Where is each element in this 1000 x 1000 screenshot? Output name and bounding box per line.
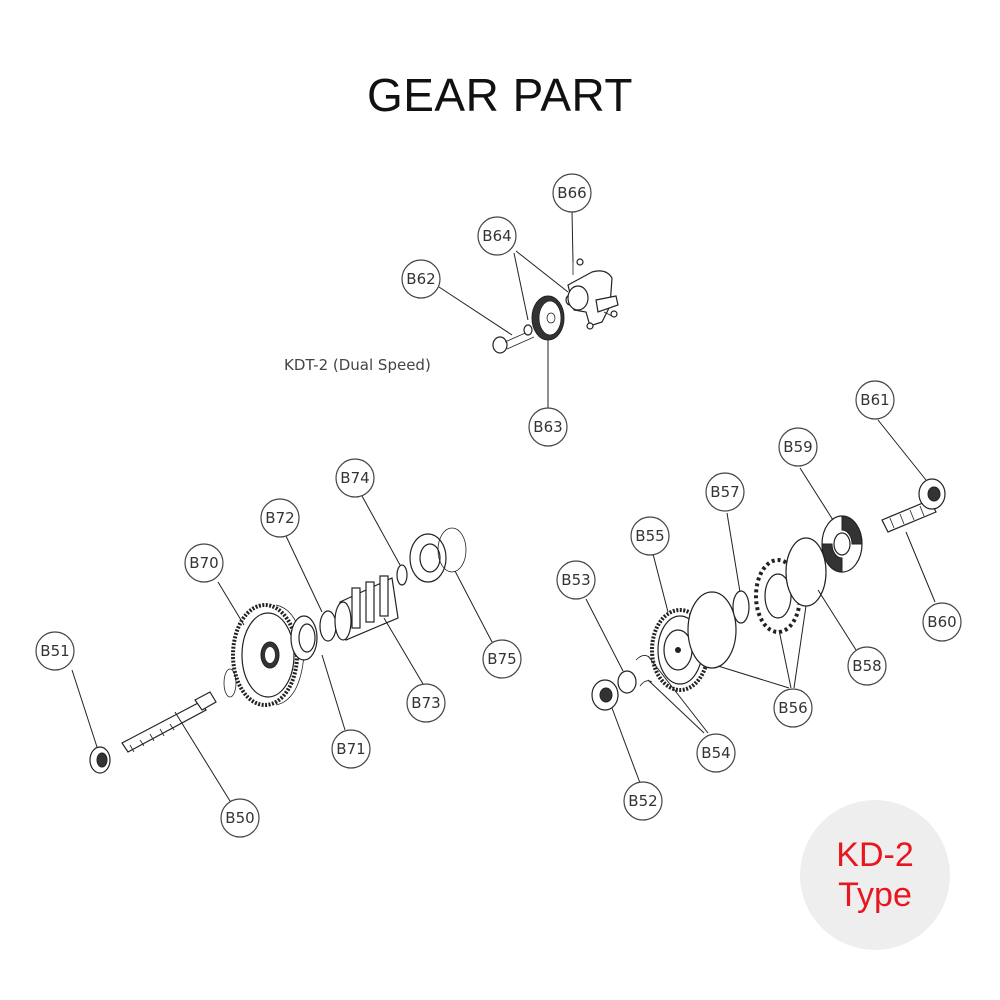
- svg-text:B60: B60: [927, 613, 956, 631]
- svg-text:B74: B74: [340, 469, 369, 487]
- input-shaft-part: [121, 691, 217, 753]
- bearing-part: [89, 746, 111, 774]
- clip-part: [639, 680, 653, 687]
- callout-B73: B73: [406, 683, 446, 723]
- clutch-hub-part: [821, 515, 863, 573]
- badge-model-label: KD-2: [836, 836, 914, 874]
- splined-hub-part: [334, 575, 399, 641]
- callout-B54: B54: [696, 733, 736, 773]
- callout-B50: B50: [220, 798, 260, 838]
- washer-part: [396, 564, 408, 586]
- bearing-part: [409, 527, 467, 583]
- svg-text:B63: B63: [533, 418, 562, 436]
- callout-B71: B71: [331, 729, 371, 769]
- callout-B61: B61: [855, 380, 895, 420]
- svg-text:B53: B53: [561, 571, 590, 589]
- svg-text:B59: B59: [783, 438, 812, 456]
- svg-text:B73: B73: [411, 694, 440, 712]
- callout-B53: B53: [556, 560, 596, 600]
- callout-B55: B55: [630, 516, 670, 556]
- svg-text:B56: B56: [778, 699, 807, 717]
- svg-text:B72: B72: [265, 509, 294, 527]
- svg-text:B71: B71: [336, 740, 365, 758]
- page-title: GEAR PART: [366, 69, 634, 121]
- friction-plate-part: [687, 591, 737, 669]
- svg-text:B57: B57: [710, 483, 739, 501]
- svg-text:B70: B70: [189, 554, 218, 572]
- svg-text:B75: B75: [487, 650, 516, 668]
- large-gear-part: [231, 603, 305, 707]
- callout-B56: B56: [773, 688, 813, 728]
- bearing-part: [918, 478, 946, 510]
- callout-B66: B66: [552, 173, 592, 213]
- callout-B57: B57: [705, 472, 745, 512]
- bearing-part: [591, 679, 619, 711]
- callout-B64: B64: [477, 216, 517, 256]
- subassembly-caption: KDT-2 (Dual Speed): [284, 356, 431, 374]
- bolt-part: [492, 329, 535, 354]
- friction-plate-part: [785, 537, 827, 607]
- callout-B62: B62: [401, 259, 441, 299]
- badge-type-label: Type: [838, 876, 912, 914]
- washer-part: [523, 324, 533, 336]
- callout-B60: B60: [922, 602, 962, 642]
- svg-text:B54: B54: [701, 744, 730, 762]
- ring-part: [732, 590, 750, 624]
- washer-part: [617, 670, 637, 694]
- svg-text:B55: B55: [635, 527, 664, 545]
- right-gear-assembly: [591, 478, 946, 711]
- callout-B75: B75: [482, 639, 522, 679]
- callout-B72: B72: [260, 498, 300, 538]
- svg-text:B58: B58: [852, 657, 881, 675]
- svg-text:B64: B64: [482, 227, 511, 245]
- callout-B70: B70: [184, 543, 224, 583]
- callout-B63: B63: [528, 407, 568, 447]
- output-shaft-part: [881, 499, 937, 533]
- svg-text:B66: B66: [557, 184, 586, 202]
- left-gear-assembly: [89, 527, 467, 774]
- small-gear-part: [531, 295, 565, 341]
- bearing-part: [290, 615, 318, 661]
- callout-B51: B51: [35, 631, 75, 671]
- svg-text:B62: B62: [406, 270, 435, 288]
- svg-text:B61: B61: [860, 391, 889, 409]
- snap-ring-part: [223, 668, 237, 698]
- callout-B52: B52: [623, 781, 663, 821]
- svg-text:B51: B51: [40, 642, 69, 660]
- svg-text:B50: B50: [225, 809, 254, 827]
- svg-text:B52: B52: [628, 792, 657, 810]
- callout-B58: B58: [847, 646, 887, 686]
- leader-lines: [71, 210, 936, 802]
- callout-B59: B59: [778, 427, 818, 467]
- type-badge: KD-2 Type: [800, 800, 950, 950]
- ring-part: [319, 610, 337, 642]
- callout-B74: B74: [335, 458, 375, 498]
- bracket-part: [567, 258, 619, 330]
- dual-speed-subassembly: KDT-2 (Dual Speed): [284, 258, 619, 374]
